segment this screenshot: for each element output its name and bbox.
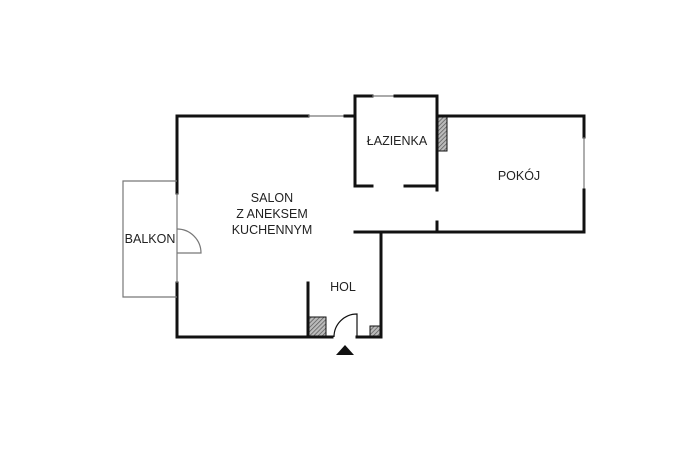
room-label-lazienka: ŁAZIENKA	[367, 134, 428, 148]
room-label-salon-2: Z ANEKSEM	[236, 207, 308, 221]
balcony-outline	[122, 180, 177, 298]
chimney	[437, 116, 448, 152]
room-label-salon-3: KUCHENNYM	[232, 223, 313, 237]
balcony-door-swing	[176, 228, 202, 254]
room-label-hol: HOL	[330, 280, 356, 294]
entrance-door-swing	[333, 313, 358, 338]
room-label-pokoj: POKÓJ	[498, 168, 540, 183]
hatched-shaft	[308, 316, 327, 337]
walls	[175, 94, 586, 339]
room-label-balkon: BALKON	[125, 232, 176, 246]
entrance-arrow-icon	[336, 345, 354, 355]
hatched-shaft	[369, 325, 381, 337]
room-label-salon-1: SALON	[251, 191, 293, 205]
